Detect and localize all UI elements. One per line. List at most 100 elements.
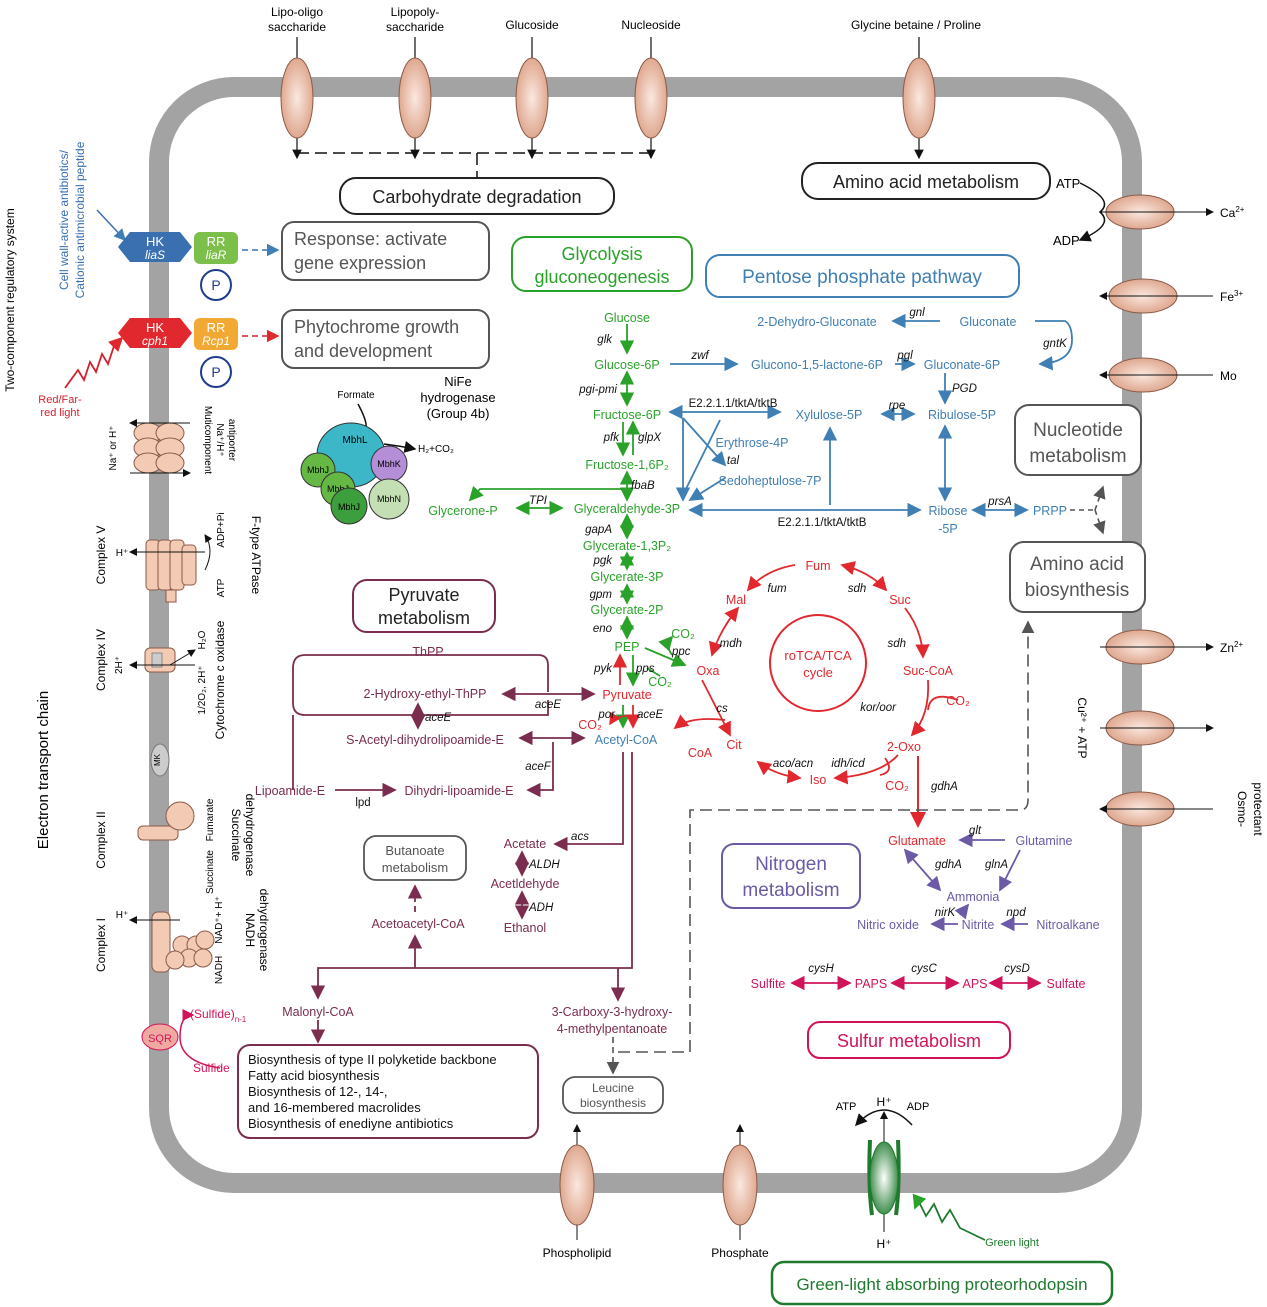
svg-text:4-methylpentanoate: 4-methylpentanoate <box>557 1022 668 1036</box>
svg-text:Glyceraldehyde-3P: Glyceraldehyde-3P <box>574 502 680 516</box>
svg-text:ppc: ppc <box>671 646 691 658</box>
two-component-label: Two-component regulatory system <box>3 208 17 391</box>
svg-text:Glycerate-2P: Glycerate-2P <box>591 603 664 617</box>
svg-text:glpX: glpX <box>638 432 662 444</box>
svg-text:Biosynthesis of enediyne antib: Biosynthesis of enediyne antibiotics <box>248 1116 454 1131</box>
svg-text:liaR: liaR <box>206 248 227 262</box>
svg-text:ALDH: ALDH <box>528 859 560 871</box>
svg-text:E2.2.1.1/tktA/tktB: E2.2.1.1/tktA/tktB <box>778 517 867 529</box>
svg-text:Gluconate-6P: Gluconate-6P <box>924 358 1000 372</box>
svg-text:Response: activate: Response: activate <box>294 229 447 249</box>
svg-text:E2.2.1.1/tktA/tktB: E2.2.1.1/tktA/tktB <box>689 398 778 410</box>
svg-text:Sulfide: Sulfide <box>193 1061 230 1075</box>
svg-text:Nucleoside: Nucleoside <box>621 18 681 32</box>
svg-text:NiFe: NiFe <box>444 374 471 389</box>
svg-text:Fructose-1,6P₂: Fructose-1,6P₂ <box>585 458 669 472</box>
svg-text:RR: RR <box>207 234 226 249</box>
transporter-lipooligo <box>280 57 314 139</box>
svg-text:Mal: Mal <box>726 593 746 607</box>
svg-text:npd: npd <box>1006 907 1026 919</box>
svg-text:Complex I: Complex I <box>94 918 108 972</box>
svg-text:sdh: sdh <box>887 638 906 650</box>
svg-text:Succinate: Succinate <box>205 850 216 894</box>
electron-transport-chain: Na⁺ or H⁺ Muticomponent Na⁺/H⁺ antiporte… <box>94 406 271 1075</box>
svg-text:Dihydri-lipoamide-E: Dihydri-lipoamide-E <box>404 784 513 798</box>
svg-text:P: P <box>211 277 220 293</box>
svg-text:H₂+CO₂: H₂+CO₂ <box>418 444 454 455</box>
svg-text:3-Carboxy-3-hydroxy-: 3-Carboxy-3-hydroxy- <box>552 1005 673 1019</box>
svg-text:TPI: TPI <box>529 495 548 507</box>
svg-text:Rcp1: Rcp1 <box>202 334 230 348</box>
svg-text:Amino acid: Amino acid <box>1030 554 1124 575</box>
svg-text:Glucose-6P: Glucose-6P <box>594 358 659 372</box>
proteorhodopsin: ATP H⁺ ADP H⁺ Green light Green-light ab… <box>770 1095 1114 1306</box>
svg-text:pgi-pmi: pgi-pmi <box>578 384 617 396</box>
svg-text:pyk: pyk <box>593 663 613 675</box>
svg-text:2-Oxo: 2-Oxo <box>887 740 921 754</box>
svg-text:metabolism: metabolism <box>742 880 839 901</box>
bottom-transporters: Phospholipid Phosphate <box>543 1124 769 1260</box>
pyruvate-metabolism: ThPP 2-Hydroxy-ethyl-ThPP S-Acetyl-dihyd… <box>255 645 673 1075</box>
svg-text:Ca2+: Ca2+ <box>1220 205 1245 220</box>
svg-text:gntK: gntK <box>1043 338 1068 350</box>
svg-text:Fructose-6P: Fructose-6P <box>593 408 661 422</box>
svg-text:Acetyl-CoA: Acetyl-CoA <box>595 733 658 747</box>
svg-text:APS: APS <box>962 977 987 991</box>
svg-text:F-type ATPase: F-type ATPase <box>249 516 263 595</box>
tca-cycle: roTCA/TCA cycle Fum Mal Suc Oxa Suc-CoA … <box>673 559 970 828</box>
svg-text:CoA: CoA <box>688 746 713 760</box>
svg-text:H⁺: H⁺ <box>877 1095 892 1109</box>
svg-text:(Group 4b): (Group 4b) <box>427 406 490 421</box>
svg-text:Carbohydrate degradation: Carbohydrate degradation <box>372 187 581 207</box>
svg-text:NAD⁺+ H⁺: NAD⁺+ H⁺ <box>214 896 225 944</box>
svg-text:Lipopoly-: Lipopoly- <box>391 5 440 19</box>
svg-text:fbaB: fbaB <box>631 480 655 492</box>
svg-text:metabolism: metabolism <box>378 608 470 628</box>
two-component-system: HK liaS RR liaR P HK cph1 RR Rcp1 P <box>64 209 280 389</box>
svg-text:Cu²⁺ + ATP: Cu²⁺ + ATP <box>1075 697 1089 758</box>
svg-text:ATP: ATP <box>216 578 227 597</box>
svg-text:glt: glt <box>969 825 982 837</box>
svg-text:MbhN: MbhN <box>377 494 401 504</box>
svg-text:Suc-CoA: Suc-CoA <box>903 664 954 678</box>
svg-text:pgk: pgk <box>592 555 613 567</box>
svg-text:Phytochrome growth: Phytochrome growth <box>294 317 459 337</box>
svg-text:and 16-membered macrolides: and 16-membered macrolides <box>248 1100 421 1115</box>
svg-text:gapA: gapA <box>585 524 612 536</box>
svg-text:glk: glk <box>597 334 613 346</box>
svg-text:Green-light absorbing proteorh: Green-light absorbing proteorhodopsin <box>796 1275 1087 1294</box>
svg-text:fum: fum <box>767 583 787 595</box>
svg-text:pgl: pgl <box>896 350 913 362</box>
svg-text:Pyruvate: Pyruvate <box>602 688 651 702</box>
svg-text:Oxa: Oxa <box>697 664 720 678</box>
svg-text:PEP: PEP <box>614 640 639 654</box>
svg-text:Nitrite: Nitrite <box>962 918 995 932</box>
svg-text:aco/acn: aco/acn <box>773 758 813 770</box>
svg-text:biosynthesis: biosynthesis <box>580 1096 646 1110</box>
svg-text:Green light: Green light <box>985 1237 1039 1249</box>
svg-text:idh/icd: idh/icd <box>831 758 865 770</box>
svg-text:saccharide: saccharide <box>386 20 444 34</box>
svg-text:hydrogenase: hydrogenase <box>420 390 495 405</box>
svg-text:2H⁺: 2H⁺ <box>114 656 125 674</box>
svg-text:2-Hydroxy-ethyl-ThPP: 2-Hydroxy-ethyl-ThPP <box>364 687 487 701</box>
svg-text:Glucose: Glucose <box>604 311 650 325</box>
svg-text:PAPS: PAPS <box>855 977 887 991</box>
svg-text:P: P <box>211 364 220 380</box>
svg-text:1/2O₂, 2H⁺: 1/2O₂, 2H⁺ <box>197 665 208 714</box>
svg-text:Complex II: Complex II <box>94 811 108 868</box>
svg-text:Succinate: Succinate <box>229 809 243 862</box>
svg-text:gdhA: gdhA <box>931 781 958 793</box>
svg-text:Biosynthesis of 12-, 14-,: Biosynthesis of 12-, 14-, <box>248 1084 387 1099</box>
svg-text:Lipoamide-E: Lipoamide-E <box>255 784 325 798</box>
svg-text:Fum: Fum <box>806 559 831 573</box>
svg-text:Glutamate: Glutamate <box>888 834 946 848</box>
svg-text:H₂O: H₂O <box>197 630 208 649</box>
svg-text:SQR: SQR <box>148 1033 172 1045</box>
svg-text:roTCA/TCA: roTCA/TCA <box>784 648 852 663</box>
red-light-label-2: red light <box>40 407 79 419</box>
proteorhodopsin-box <box>770 1260 1114 1306</box>
svg-text:dehydrogenase: dehydrogenase <box>243 794 257 877</box>
svg-text:prsA: prsA <box>987 496 1012 508</box>
svg-text:MK: MK <box>153 753 162 766</box>
